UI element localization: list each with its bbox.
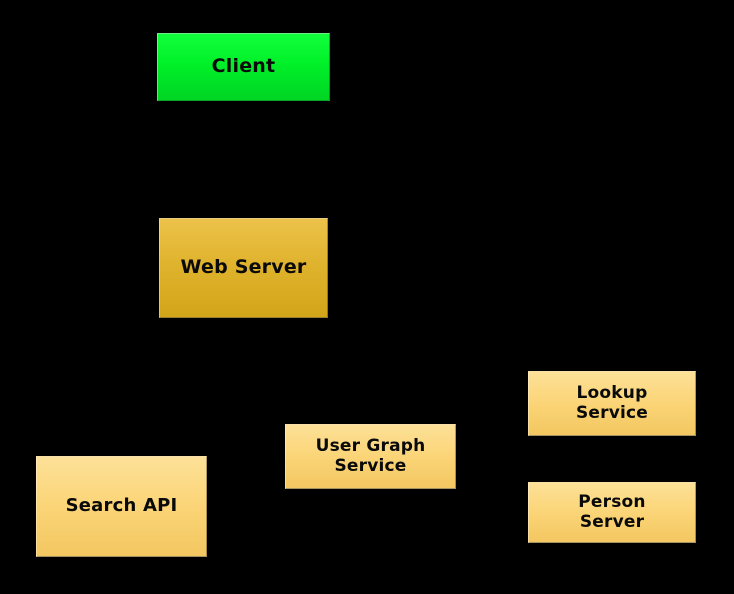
node-label: Lookup Service <box>575 383 649 423</box>
node-web-server[interactable]: Web Server <box>159 218 328 318</box>
node-label: Person Server <box>578 492 646 532</box>
node-person-server[interactable]: Person Server <box>528 482 696 543</box>
node-search-api[interactable]: Search API <box>36 456 207 557</box>
node-label: Web Server <box>180 256 307 279</box>
node-label: Search API <box>65 495 178 517</box>
node-lookup-service[interactable]: Lookup Service <box>528 371 696 436</box>
node-label: User Graph Service <box>315 436 426 476</box>
node-label: Client <box>211 55 276 78</box>
node-user-graph-service[interactable]: User Graph Service <box>285 424 456 489</box>
node-client[interactable]: Client <box>157 33 330 101</box>
